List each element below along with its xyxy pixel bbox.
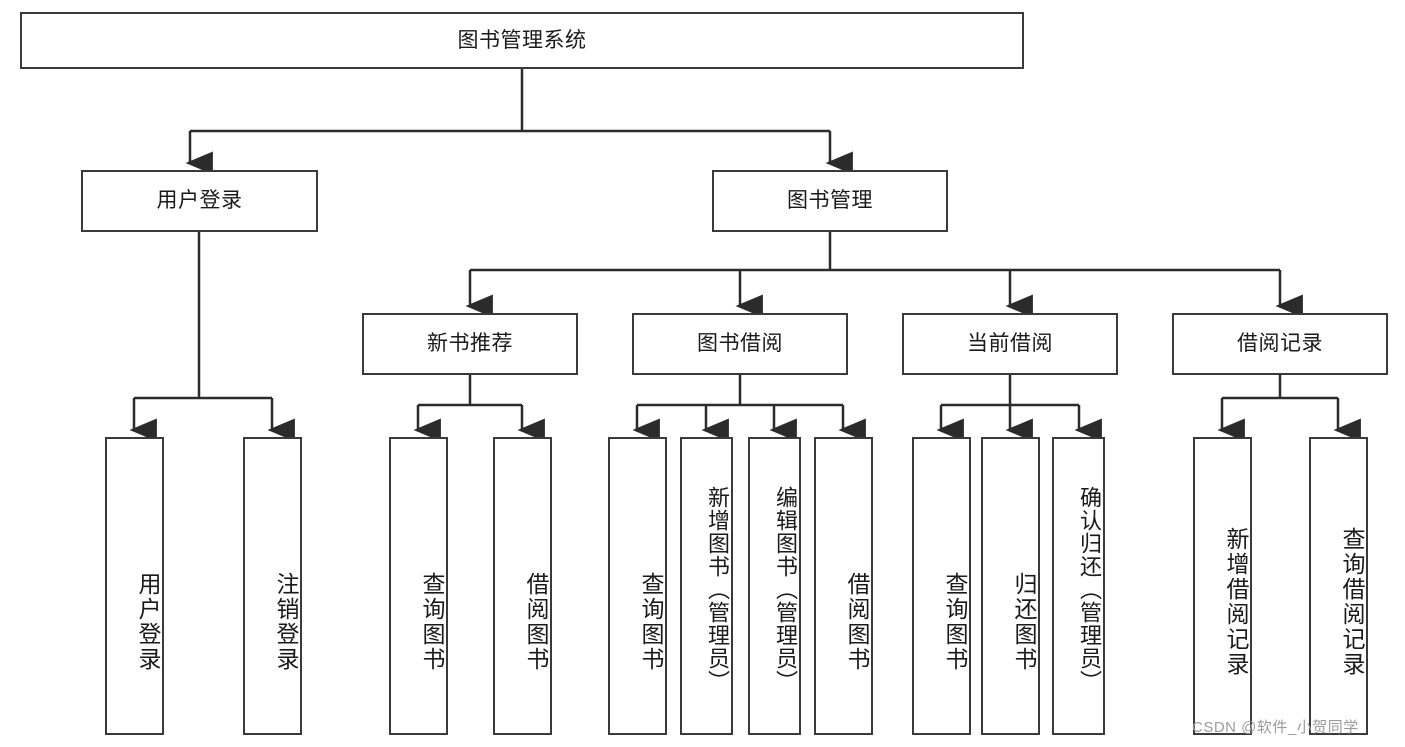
node-leaf-user-login[interactable]: 用户登录 <box>105 437 164 735</box>
node-leaf-query-record[interactable]: 查询借阅记录 <box>1309 437 1368 735</box>
node-book-borrow[interactable]: 图书借阅 <box>632 313 848 375</box>
node-leaf-return-book[interactable]: 归还图书 <box>981 437 1040 735</box>
node-leaf-edit-book[interactable]: 编辑图书（管理员） <box>748 437 801 735</box>
node-leaf-add-record[interactable]: 新增借阅记录 <box>1193 437 1252 735</box>
node-leaf-add-book[interactable]: 新增图书（管理员） <box>680 437 733 735</box>
node-leaf-query-book-3[interactable]: 查询图书 <box>912 437 971 735</box>
node-borrow-record[interactable]: 借阅记录 <box>1172 313 1388 375</box>
csdn-watermark: CSDN @软件_小贺同学 <box>1192 719 1359 736</box>
node-current-borrow[interactable]: 当前借阅 <box>902 313 1118 375</box>
node-leaf-query-book-2[interactable]: 查询图书 <box>608 437 667 735</box>
node-user-login[interactable]: 用户登录 <box>81 170 318 232</box>
node-leaf-borrow-book-1[interactable]: 借阅图书 <box>493 437 552 735</box>
node-leaf-user-logout[interactable]: 注销登录 <box>243 437 302 735</box>
node-leaf-query-book-1[interactable]: 查询图书 <box>389 437 448 735</box>
node-leaf-confirm-return[interactable]: 确认归还（管理员） <box>1052 437 1105 735</box>
node-book-management[interactable]: 图书管理 <box>712 170 948 232</box>
node-root[interactable]: 图书管理系统 <box>20 12 1024 69</box>
node-new-book-recommend[interactable]: 新书推荐 <box>362 313 578 375</box>
node-leaf-borrow-book-2[interactable]: 借阅图书 <box>814 437 873 735</box>
